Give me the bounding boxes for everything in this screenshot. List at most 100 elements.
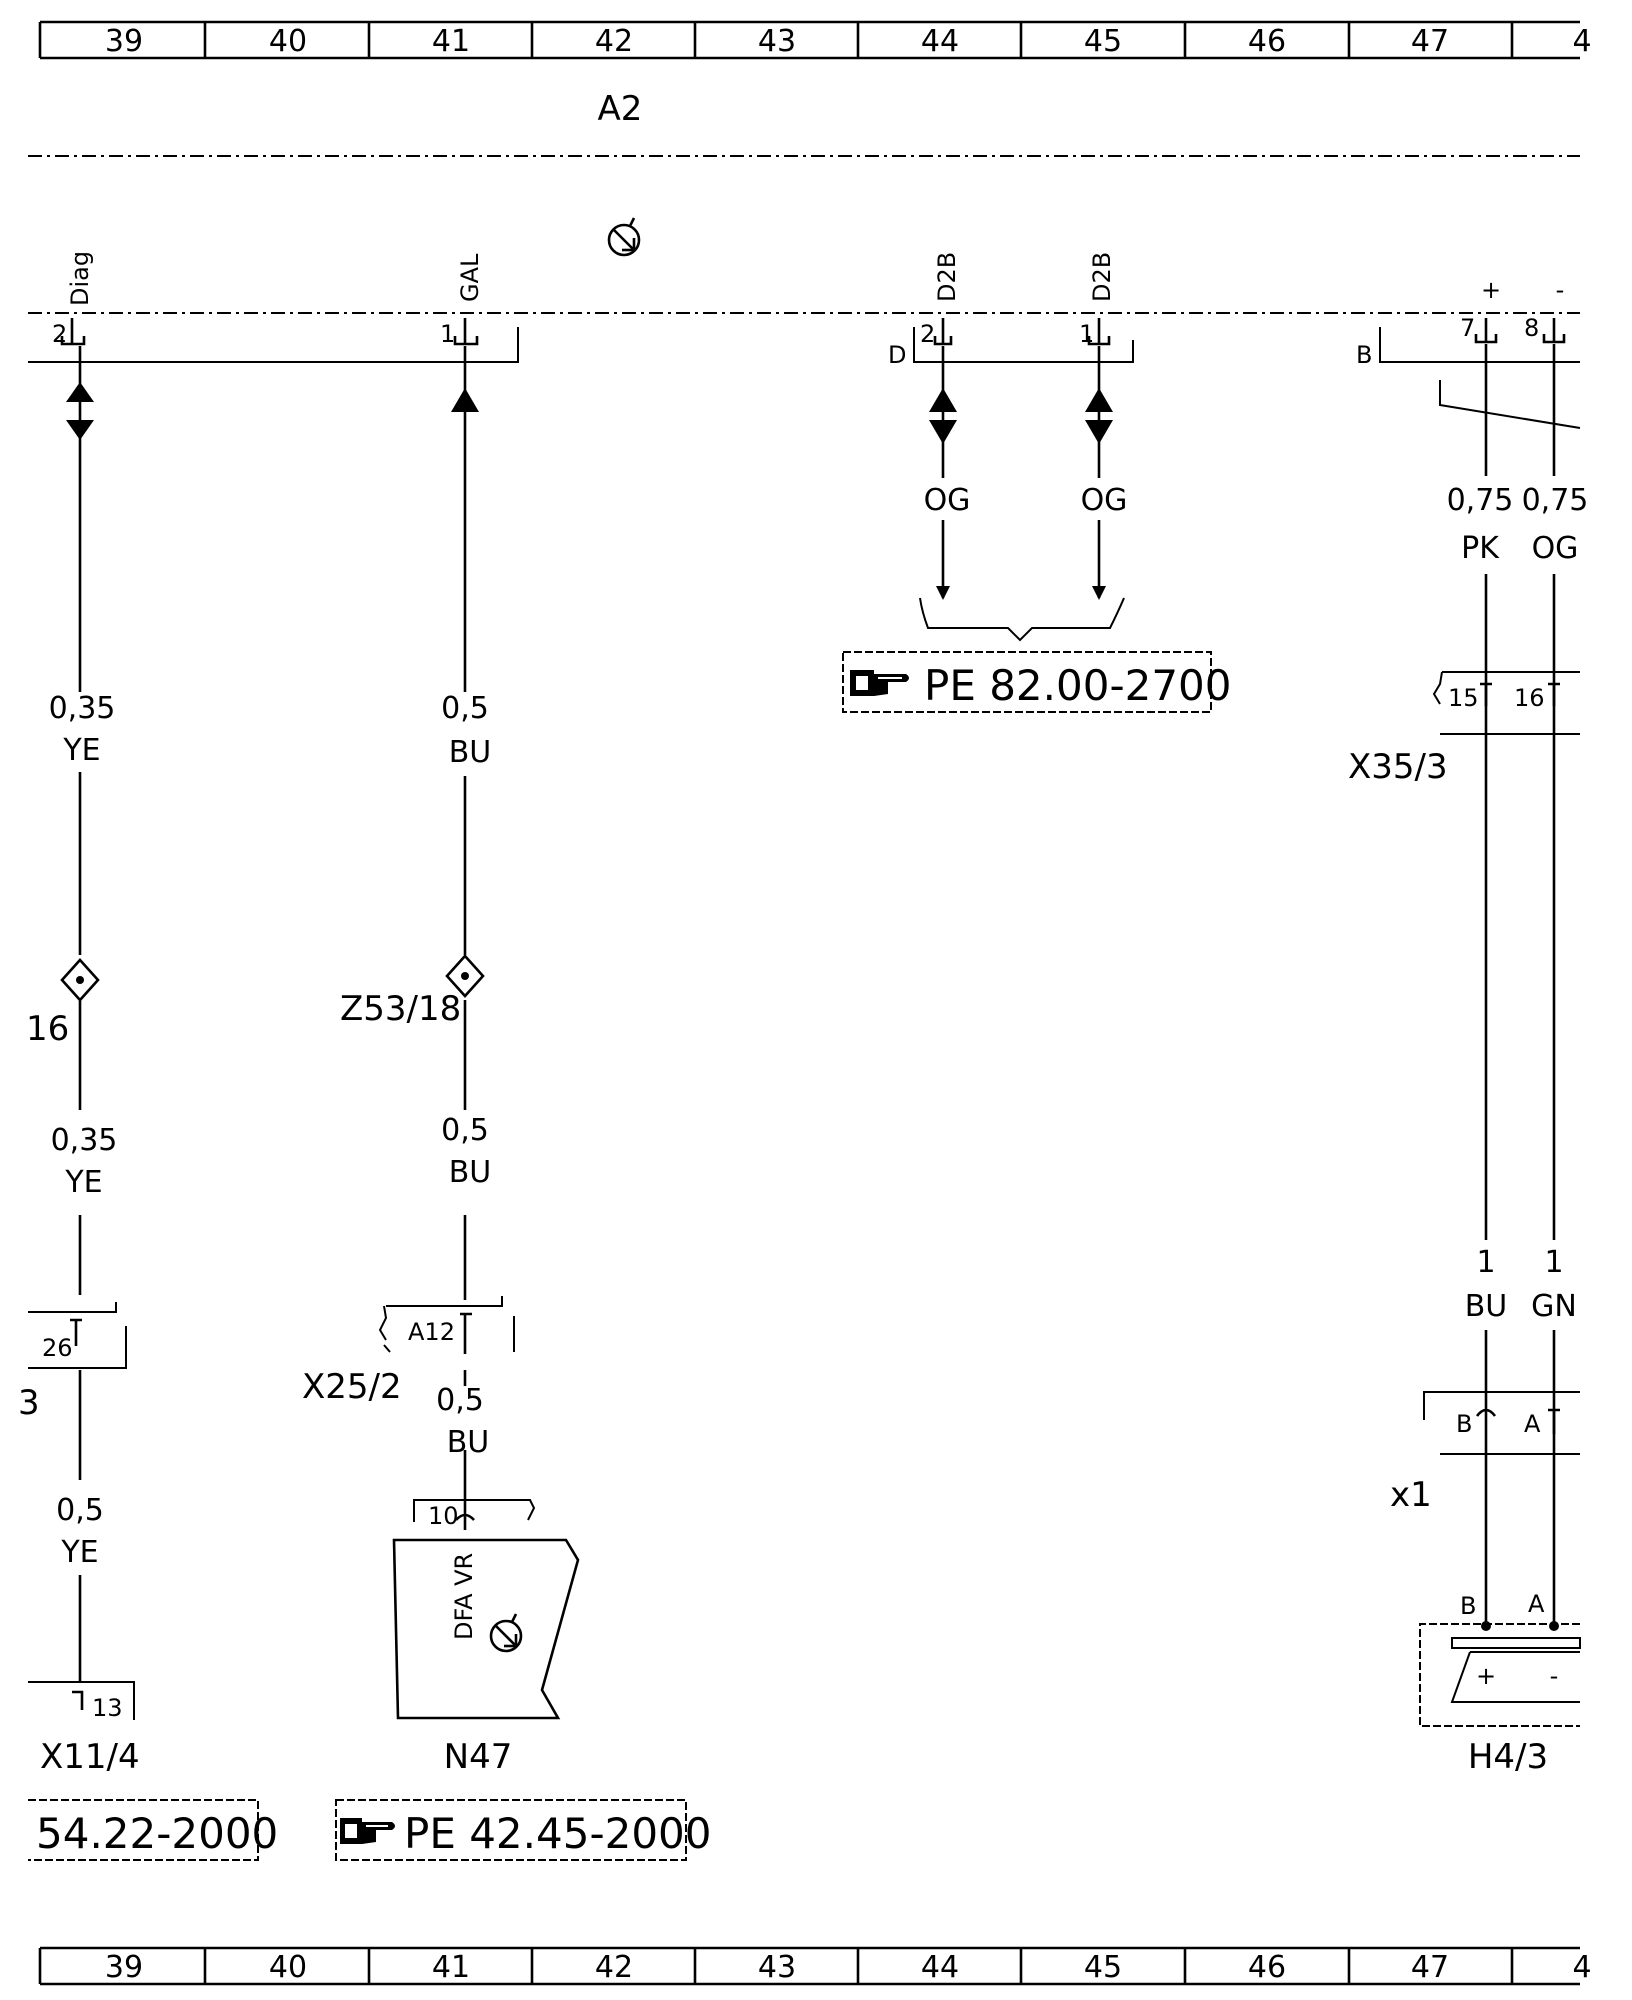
reference-text[interactable]: PE 82.00-2700	[924, 661, 1232, 710]
connector-bracket	[1432, 671, 1580, 735]
pin-number: B	[1456, 1410, 1472, 1438]
wire-junction	[1481, 1621, 1491, 1631]
component-label: N47	[444, 1737, 513, 1777]
grid-cell-label: 47	[1411, 1950, 1449, 1985]
grid-cell-label: 40	[269, 24, 307, 59]
pin-name-gal: GAL	[456, 253, 484, 302]
grid-cell-label: 44	[921, 24, 959, 59]
pin-number: A	[1524, 1410, 1541, 1438]
grid-cell-label: 40	[269, 1950, 307, 1985]
connector-label: X35/3	[1348, 747, 1448, 787]
module-label: A2	[598, 89, 643, 129]
grid-cell-label: 45	[1084, 24, 1122, 59]
d2b-wire	[919, 346, 1125, 642]
connector-bracket-b	[1379, 327, 1580, 363]
wire-size: 0,5	[441, 691, 489, 726]
pin-number: 2	[920, 320, 935, 348]
wire-color: YE	[62, 733, 100, 768]
pin-number: 1	[1079, 320, 1094, 348]
pin-number: A12	[408, 1318, 455, 1346]
connector-label: X25/2	[302, 1367, 402, 1407]
grid-cell-label: 44	[921, 1950, 959, 1985]
grid-cell-label: 42	[595, 1950, 633, 1985]
component-inner-label: DFA VR	[450, 1553, 478, 1640]
wire-color: YE	[60, 1535, 98, 1570]
wire-size: 1	[1544, 1245, 1563, 1280]
connector-label-b: B	[1356, 341, 1372, 369]
splice-icon	[445, 954, 485, 998]
wire-color: GN	[1531, 1289, 1577, 1324]
pin-number: A	[1528, 1590, 1545, 1618]
wire-color: BU	[1465, 1289, 1508, 1324]
grid-cell-label: 46	[1248, 1950, 1286, 1985]
transistor-icon	[607, 217, 641, 257]
wire-color: PK	[1461, 531, 1500, 566]
connector-bracket	[28, 327, 519, 363]
pin-terminal	[1475, 1408, 1497, 1417]
connector-bracket	[1423, 1391, 1580, 1455]
wire-size: 0,35	[49, 691, 116, 726]
pin-terminal	[460, 1312, 472, 1354]
component-label: H4/3	[1468, 1737, 1548, 1777]
connector-label: 3	[18, 1383, 40, 1423]
reference-text[interactable]: PE 42.45-2000	[404, 1809, 712, 1858]
grid-cell-label: 4	[1572, 24, 1591, 59]
n47-body	[392, 1538, 580, 1720]
pin-terminal	[1548, 682, 1560, 706]
grid-cell-label: 46	[1248, 24, 1286, 59]
wire-color: OG	[1081, 483, 1128, 518]
power-wires	[1484, 344, 1556, 1624]
speaker-minus: -	[1550, 1662, 1559, 1690]
connector-bracket	[28, 1681, 135, 1720]
pin-terminal	[1480, 682, 1492, 706]
wire-color: BU	[449, 735, 492, 770]
grid-cell-label: 42	[595, 24, 633, 59]
connector-shield-line	[1439, 380, 1581, 429]
reference-text[interactable]: 54.22-2000	[36, 1809, 278, 1858]
wire-size: 0,75	[1447, 483, 1514, 518]
pin-number: 7	[1460, 314, 1475, 342]
diag-wire	[66, 346, 94, 1682]
pin-name-diag: Diag	[66, 251, 94, 306]
grid-cell-label: 4	[1572, 1950, 1591, 1985]
grid-cell-label: 47	[1411, 24, 1449, 59]
wire-size: 0,5	[436, 1383, 484, 1418]
splice-label: 16	[26, 1009, 69, 1049]
wire-size: 1	[1476, 1245, 1495, 1280]
gal-wire	[451, 346, 479, 1530]
connector-label-d: D	[888, 341, 906, 369]
pin-number: 26	[42, 1334, 73, 1362]
grid-ruler-top: 39 40 41 42 43 44 45 46 47 4	[38, 20, 1592, 60]
pointing-hand-icon	[340, 1818, 395, 1844]
pin-terminal	[455, 1513, 475, 1521]
pin-name-d2b-1: D2B	[1088, 252, 1116, 302]
wire-size: 0,35	[51, 1123, 118, 1158]
wire-size: 0,5	[56, 1493, 104, 1528]
pin-terminal	[60, 318, 1566, 346]
grid-cell-label: 39	[105, 1950, 143, 1985]
pointing-hand-icon	[850, 670, 909, 696]
pin-number: 10	[428, 1502, 459, 1530]
grid-cell-label: 43	[758, 24, 796, 59]
wire-color: BU	[449, 1155, 492, 1190]
connector-bracket	[28, 1302, 127, 1369]
connector-bracket	[413, 1499, 536, 1522]
grid-cell-label: 45	[1084, 1950, 1122, 1985]
wire-size: 0,5	[441, 1113, 489, 1148]
connector-label: X11/4	[40, 1737, 140, 1777]
reference-box: PE 42.45-2000	[335, 1799, 712, 1861]
transistor-icon	[489, 1613, 523, 1653]
grid-ruler-bottom: 39 40 41 42 43 44 45 46 47 4	[38, 1946, 1592, 1986]
wire-color: OG	[924, 483, 971, 518]
connector-label: x1	[1390, 1475, 1432, 1515]
pin-number: 1	[440, 320, 455, 348]
pin-terminal	[70, 1318, 82, 1346]
pin-terminal	[72, 1690, 84, 1710]
component-boundary	[1419, 1623, 1580, 1727]
connector-bracket	[378, 1296, 515, 1353]
wire-color: OG	[1532, 531, 1579, 566]
pin-name-d2b-2: D2B	[933, 252, 961, 302]
connector-bracket-d	[913, 327, 1134, 363]
pin-number: 2	[52, 320, 67, 348]
